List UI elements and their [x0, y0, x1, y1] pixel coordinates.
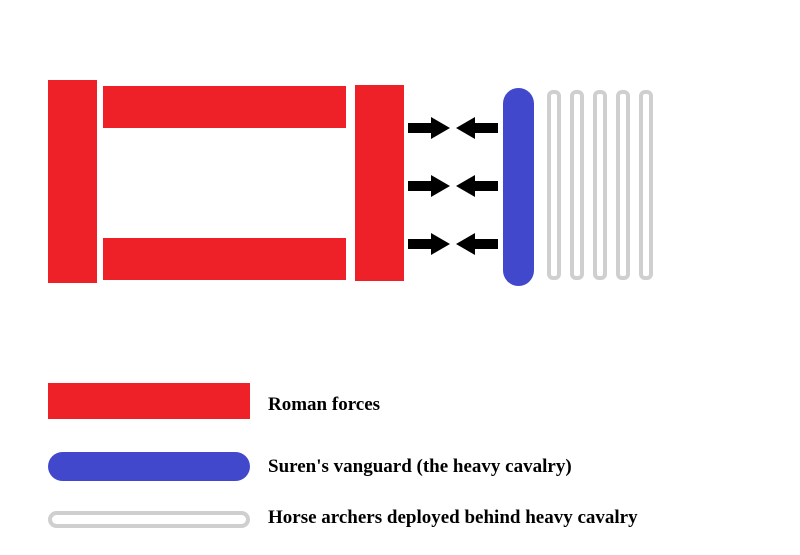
engagement-arrows-bottom [408, 231, 498, 257]
legend-label-roman-forces: Roman forces [268, 394, 381, 415]
horse-archer-column [593, 90, 607, 280]
legend-item-horse-archers: Horse archers deployed behind heavy cava… [48, 507, 788, 555]
horse-archer-column [547, 90, 561, 280]
arrow-left-icon [456, 233, 498, 255]
horse-archer-column [570, 90, 584, 280]
legend-label-heavy-cavalry: Suren's vanguard (the heavy cavalry) [268, 456, 572, 477]
arrow-right-icon [408, 117, 450, 139]
legend-swatch-horse-archers [48, 511, 250, 528]
roman-unit-top-line [103, 86, 346, 128]
roman-unit-right-flank [355, 85, 404, 281]
engagement-arrows-top [408, 115, 498, 141]
heavy-cavalry-vanguard [503, 88, 534, 286]
horse-archer-column [639, 90, 653, 280]
legend-swatch-roman-forces [48, 383, 250, 419]
arrow-left-icon [456, 175, 498, 197]
roman-unit-left-flank [48, 80, 97, 283]
arrow-left-icon [456, 117, 498, 139]
arrow-right-icon [408, 175, 450, 197]
legend-label-horse-archers: Horse archers deployed behind heavy cava… [268, 507, 638, 528]
roman-unit-bottom-line [103, 238, 346, 280]
legend-swatch-heavy-cavalry [48, 452, 250, 481]
horse-archer-column [616, 90, 630, 280]
legend-item-heavy-cavalry: Suren's vanguard (the heavy cavalry) [48, 452, 788, 496]
legend-item-roman-forces: Roman forces [48, 383, 788, 427]
engagement-arrows-middle [408, 173, 498, 199]
arrow-right-icon [408, 233, 450, 255]
